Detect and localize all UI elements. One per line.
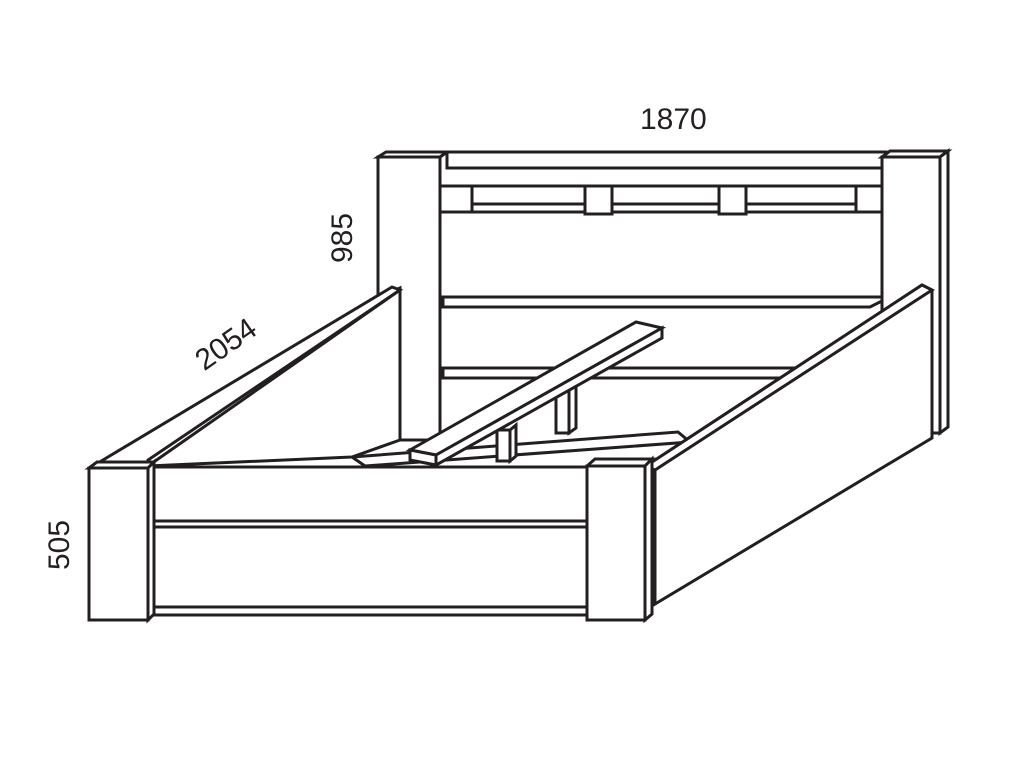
headboard-shelf-bar [438, 184, 884, 214]
footboard-upper-panel [146, 465, 592, 523]
headboard-notch [583, 184, 614, 216]
footboard-left-post [87, 466, 150, 622]
right-side-rail [642, 283, 936, 610]
footboard [84, 455, 656, 624]
dimension-frame-height-label: 505 [43, 519, 77, 571]
headboard-notch [717, 184, 748, 216]
headboard-top-rail [445, 150, 888, 170]
dimension-width-label: 1870 [640, 103, 707, 136]
center-beam [405, 320, 667, 468]
headboard-lower-rail [441, 295, 891, 309]
footboard-right-post [585, 464, 647, 622]
footboard-lower-panel [146, 519, 592, 609]
center-beam-leg [495, 428, 512, 463]
inner-rail-back [441, 366, 805, 380]
dimension-headboard-height-label: 985 [326, 212, 360, 264]
left-side-rail [87, 285, 404, 468]
